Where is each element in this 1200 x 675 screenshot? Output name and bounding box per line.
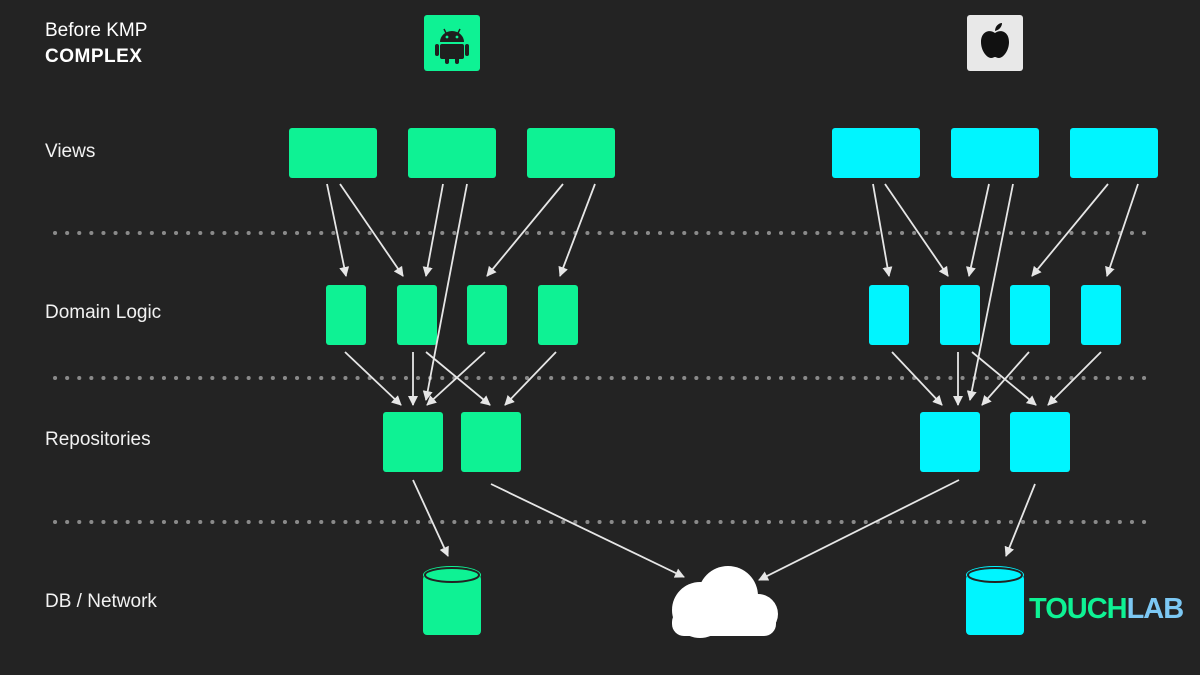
ios-domain-box bbox=[940, 285, 980, 345]
ios-platform-icon bbox=[967, 15, 1023, 71]
android-view-box bbox=[527, 128, 615, 178]
android-views bbox=[289, 128, 615, 178]
touchlab-logo: TOUCHLAB bbox=[1029, 593, 1185, 626]
android-domain-logic bbox=[326, 285, 578, 345]
android-domain-box bbox=[467, 285, 507, 345]
slide-subtitle: COMPLEX bbox=[45, 46, 143, 67]
logo-part-lab: LAB bbox=[1126, 593, 1185, 625]
android-database-icon bbox=[423, 566, 481, 635]
slide-heading: Before KMP COMPLEX bbox=[45, 18, 147, 70]
ios-views bbox=[832, 128, 1158, 178]
row-label-domain-logic: Domain Logic bbox=[45, 302, 162, 323]
ios-view-box bbox=[951, 128, 1039, 178]
android-platform-icon bbox=[424, 15, 480, 71]
android-repository-box bbox=[383, 412, 443, 472]
ios-domain-logic bbox=[869, 285, 1121, 345]
ios-domain-box bbox=[869, 285, 909, 345]
ios-domain-box bbox=[1081, 285, 1121, 345]
ios-repository-box bbox=[920, 412, 980, 472]
slide-title: Before KMP bbox=[45, 20, 148, 41]
ios-repositories bbox=[920, 412, 1070, 472]
ios-repository-box bbox=[1010, 412, 1070, 472]
android-icon bbox=[435, 28, 469, 64]
android-repository-box bbox=[461, 412, 521, 472]
ios-domain-box bbox=[1010, 285, 1050, 345]
logo-part-touch: TOUCH bbox=[1029, 593, 1128, 625]
ios-database-icon bbox=[966, 566, 1024, 635]
row-label-repositories: Repositories bbox=[45, 429, 151, 450]
ios-view-box bbox=[832, 128, 920, 178]
android-repositories bbox=[383, 412, 521, 472]
layer-separators bbox=[53, 231, 1157, 524]
android-view-box bbox=[289, 128, 377, 178]
android-domain-box bbox=[397, 285, 437, 345]
cloud-icon bbox=[672, 566, 778, 638]
apple-icon bbox=[981, 23, 1009, 58]
row-label-views: Views bbox=[45, 141, 96, 162]
ios-view-box bbox=[1070, 128, 1158, 178]
android-domain-box bbox=[326, 285, 366, 345]
row-label-db-network: DB / Network bbox=[45, 591, 157, 612]
dependency-arrows bbox=[326, 183, 1139, 581]
android-view-box bbox=[408, 128, 496, 178]
android-domain-box bbox=[538, 285, 578, 345]
